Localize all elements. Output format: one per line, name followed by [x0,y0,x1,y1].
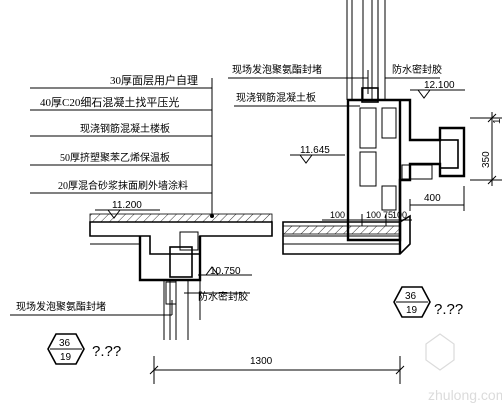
seal-bottom-label: 现场发泡聚氨酯封堵 [16,300,106,313]
layer-callout-1: 30厚面层用户自理 [110,73,198,87]
detail-symbol-right-bottom: 19 [406,305,418,316]
layer-callout-2: 40厚C20细石混凝土找平压光 [40,95,179,109]
layer-callout-3: 现浇钢筋混凝土楼板 [80,122,170,135]
dimension-75-text: 75 [383,210,393,220]
upper-wall [346,0,386,103]
elevation-10750 [198,266,252,276]
layer-callout-leaders [30,78,214,218]
dimension-1-partial-text: 1 [492,118,502,124]
dimension-400 [409,186,465,211]
seal-top-label: 现场发泡聚氨酯封堵 [232,63,322,76]
top-label-leaders [228,70,440,107]
watermark: zhulong.com [425,333,502,403]
dimension-100a-text: 100 [330,210,345,220]
elevation-11200 [95,209,160,219]
dimension-100b-text: 100 [366,210,381,220]
detail-symbol-left-top: 36 [59,338,71,349]
concrete-slab-label: 现浇钢筋混凝土板 [236,91,316,104]
dimension-100c-text: 100 [392,210,407,220]
elevation-12100-text: 12.100 [424,80,455,91]
bottom-label-leaders [10,292,250,316]
dimension-350 [470,112,502,186]
dimension-350-text: 350 [481,151,492,168]
elevation-10750-text: 10.750 [210,266,241,277]
elevation-11200-text: 11.200 [112,200,142,211]
dimension-1300-text: 1300 [250,356,273,367]
dimension-400-text: 400 [424,193,441,204]
elevation-12100 [410,89,465,99]
left-floor-slab [89,213,273,282]
watermark-text: zhulong.com [428,387,502,403]
detail-symbol-left: 36 19 ?.?? [47,333,121,365]
detail-symbol-left-caption: ?.?? [92,343,121,360]
layer-callout-5: 20厚混合砂浆抹面刷外墙涂料 [58,179,188,192]
detail-symbol-right: 36 19 ?.?? [393,286,463,318]
waterproof-top-label: 防水密封胶 [392,63,442,76]
layer-callout-4: 50厚挤塑聚苯乙烯保温板 [60,151,170,164]
detail-symbol-left-bottom: 19 [60,352,72,363]
waterproof-bottom-label: 防水密封胶 [198,290,248,303]
detail-symbol-right-top: 36 [405,291,417,302]
right-floor-slab [282,100,411,255]
lower-wall [163,280,201,340]
dimension-1300 [149,356,405,384]
dimension-row-100-100 [322,214,412,226]
elevation-11645-text: 11.645 [300,145,330,156]
detail-symbol-right-caption: ?.?? [434,301,463,318]
elevation-11645 [290,154,345,164]
